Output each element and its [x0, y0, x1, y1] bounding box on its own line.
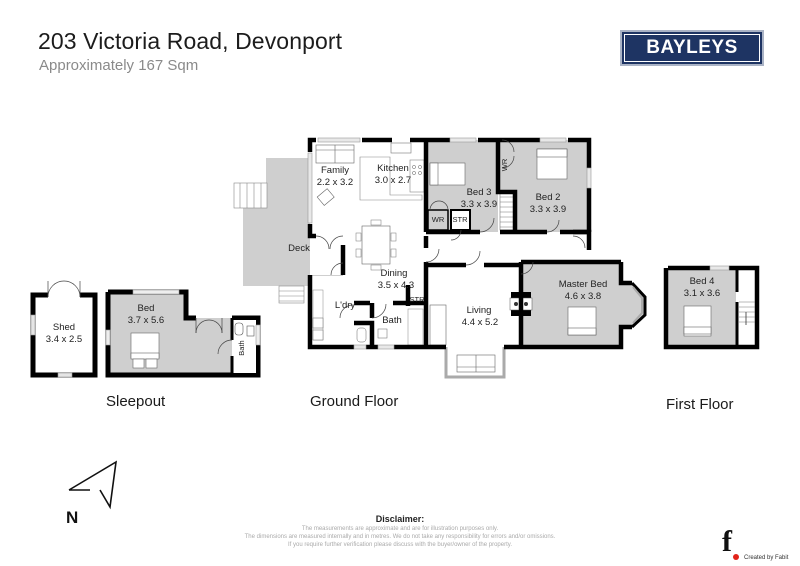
room-label-kitchen: Kitchen [377, 163, 409, 174]
sleepout-labels: Shed 3.4 x 2.5 Bed 3.7 x 5.6 Bath [46, 303, 246, 356]
room-label-sleepout-bed: Bed [138, 303, 155, 314]
room-dims-living: 4.4 x 5.2 [462, 317, 498, 328]
ground-floor-walls [307, 137, 632, 350]
fabit-credit-text: Created by Fabit [744, 555, 789, 561]
room-label-dining: Dining [381, 268, 408, 279]
sleepout-bed-room [105, 289, 261, 378]
room-dims-shed: 3.4 x 2.5 [46, 334, 82, 345]
room-dims-dining: 3.5 x 4.3 [378, 280, 414, 291]
room-label-living: Living [467, 305, 492, 316]
shed-room [30, 280, 98, 378]
ground-floor-plan: Family 2.2 x 3.2 Kitchen 3.0 x 2.7 Bed 3… [233, 137, 647, 379]
floor-label-ground: Ground Floor [310, 393, 399, 410]
disclaimer-block: Disclaimer: The measurements are approxi… [200, 514, 600, 549]
fabit-logo-icon: f [722, 525, 732, 558]
room-label-laundry: L'dry [335, 300, 356, 311]
north-label: N [66, 508, 79, 527]
room-label-str-bed3: STR [453, 215, 469, 224]
fabit-dot-icon [733, 554, 739, 560]
room-label-bed-3: Bed 3 [467, 187, 492, 198]
disclaimer-line-2: The dimensions are measured internally a… [244, 534, 556, 540]
disclaimer-title: Disclaimer: [375, 514, 425, 524]
north-arrow-icon [68, 460, 118, 510]
room-label-bed-4: Bed 4 [690, 276, 715, 287]
logo-text: BAYLEYS [646, 37, 738, 58]
room-label-wr-bed3: WR [432, 215, 445, 224]
disclaimer-line-3: If you require further verification plea… [287, 542, 512, 548]
room-label-shed: Shed [53, 322, 75, 333]
room-dims-bed-4: 3.1 x 3.6 [684, 288, 720, 299]
ground-floor-labels: Family 2.2 x 3.2 Kitchen 3.0 x 2.7 Bed 3… [288, 158, 607, 328]
room-label-master-bed: Master Bed [559, 279, 608, 290]
room-dims-family: 2.2 x 3.2 [317, 177, 353, 188]
floor-label-first: First Floor [666, 396, 734, 413]
disclaimer-line-1: The measurements are approximate and are… [301, 526, 499, 532]
first-floor-plan: Bed 4 3.1 x 3.6 [663, 265, 760, 350]
bayleys-logo: BAYLEYS [620, 30, 764, 66]
room-dims-master-bed: 4.6 x 3.8 [565, 291, 601, 302]
master-bed-room [521, 262, 645, 347]
room-dims-kitchen: 3.0 x 2.7 [375, 175, 411, 186]
room-label-str-living: STR [410, 295, 426, 304]
room-dims-sleepout-bed: 3.7 x 5.6 [128, 315, 164, 326]
floor-area-subtitle: Approximately 167 Sqm [39, 57, 199, 74]
room-label-family: Family [321, 165, 349, 176]
room-label-wr-bed2: WR [500, 158, 509, 171]
room-label-sleepout-bath: Bath [237, 340, 246, 355]
room-label-bed-2: Bed 2 [536, 192, 561, 203]
room-dims-bed-3: 3.3 x 3.9 [461, 199, 497, 210]
logo-frame: BAYLEYS [624, 34, 760, 62]
room-label-bath: Bath [382, 315, 402, 326]
floor-label-sleepout: Sleepout [106, 393, 166, 410]
room-label-deck: Deck [288, 243, 310, 254]
property-address-title: 203 Victoria Road, Devonport [38, 28, 343, 54]
sleepout-plan [30, 280, 261, 378]
room-dims-bed-2: 3.3 x 3.9 [530, 204, 566, 215]
